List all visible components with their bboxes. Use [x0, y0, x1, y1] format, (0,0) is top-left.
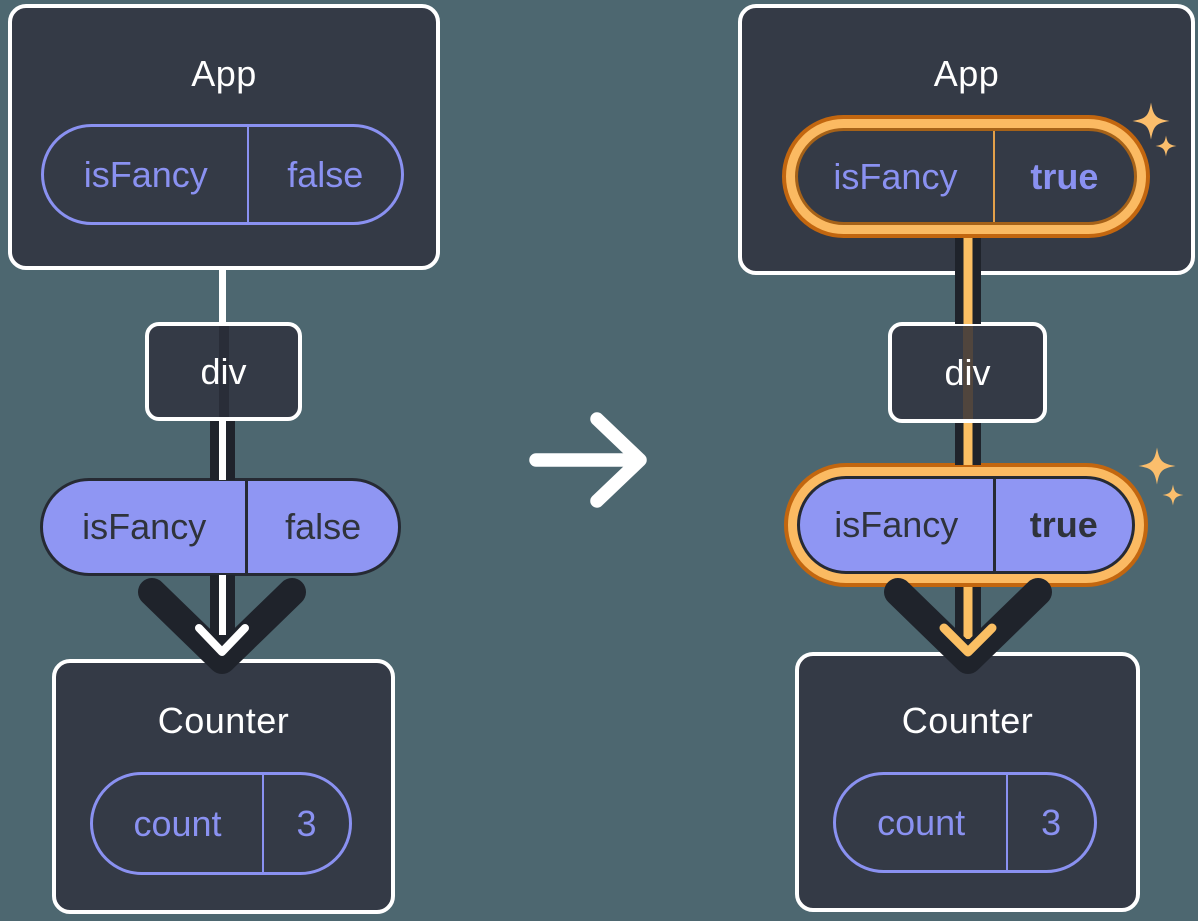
- right-app-title: App: [933, 53, 1000, 94]
- right-div-to-prop-band: [955, 423, 981, 465]
- left-counter-state-pill: count 3: [90, 772, 352, 875]
- pill-divider: [245, 481, 249, 573]
- pill-divider: [992, 131, 995, 222]
- right-counter-title: Counter: [901, 700, 1034, 741]
- left-prop-pill: isFancy false: [40, 478, 401, 576]
- right-div-node: div: [888, 322, 1047, 423]
- pill-divider: [261, 775, 264, 872]
- right-div-to-prop-line: [963, 423, 973, 465]
- left-app-state-pill: isFancy false: [41, 124, 404, 225]
- prop-name: isFancy: [834, 504, 959, 545]
- right-prop-to-counter-band: [955, 587, 981, 647]
- transition-arrow-head: [590, 412, 647, 508]
- state-value: 3: [296, 802, 317, 844]
- sparkle-icon: [1138, 447, 1176, 485]
- pill-divider: [1006, 775, 1009, 870]
- state-value: false: [287, 153, 364, 195]
- pass-through-stripe: [218, 326, 229, 417]
- div-label: div: [944, 351, 991, 393]
- left-prop-to-counter-line: [219, 575, 226, 635]
- prop-value: true: [1029, 504, 1098, 545]
- pass-through-stripe: [962, 326, 973, 419]
- right-counter-state-pill: count 3: [833, 772, 1097, 873]
- left-arrowhead-inner-icon: [195, 624, 249, 656]
- left-div-node: div: [145, 322, 302, 421]
- left-counter-title: Counter: [157, 700, 290, 741]
- state-value: true: [1030, 155, 1099, 197]
- prop-name: isFancy: [82, 506, 207, 547]
- left-app-title: App: [191, 53, 257, 94]
- left-arrowhead-icon: [138, 578, 306, 674]
- right-app-state-highlight-ring: isFancy true: [782, 115, 1150, 238]
- right-app-state-pill: isFancy true: [795, 128, 1137, 225]
- sparkle-icon: [1162, 484, 1184, 506]
- state-name: count: [877, 801, 966, 843]
- right-arrowhead-inner-icon: [939, 623, 997, 657]
- left-prop-to-counter-band: [210, 575, 235, 645]
- left-app-to-div-line: [219, 268, 226, 324]
- transition-arrow-icon: [529, 412, 647, 508]
- state-name: isFancy: [83, 153, 208, 195]
- left-div-to-prop-band: [210, 421, 235, 480]
- state-name: count: [133, 802, 222, 844]
- div-label: div: [200, 350, 247, 392]
- right-prop-pill: isFancy true: [797, 476, 1135, 574]
- right-arrowhead-icon: [884, 578, 1052, 674]
- state-name: isFancy: [833, 155, 958, 197]
- prop-value: false: [285, 506, 362, 547]
- pill-divider: [247, 127, 250, 222]
- pill-divider: [992, 479, 996, 571]
- state-value: 3: [1041, 801, 1062, 843]
- right-prop-to-counter-line: [963, 587, 973, 639]
- left-div-to-prop-line: [219, 421, 226, 480]
- right-prop-highlight-ring: isFancy true: [784, 463, 1148, 587]
